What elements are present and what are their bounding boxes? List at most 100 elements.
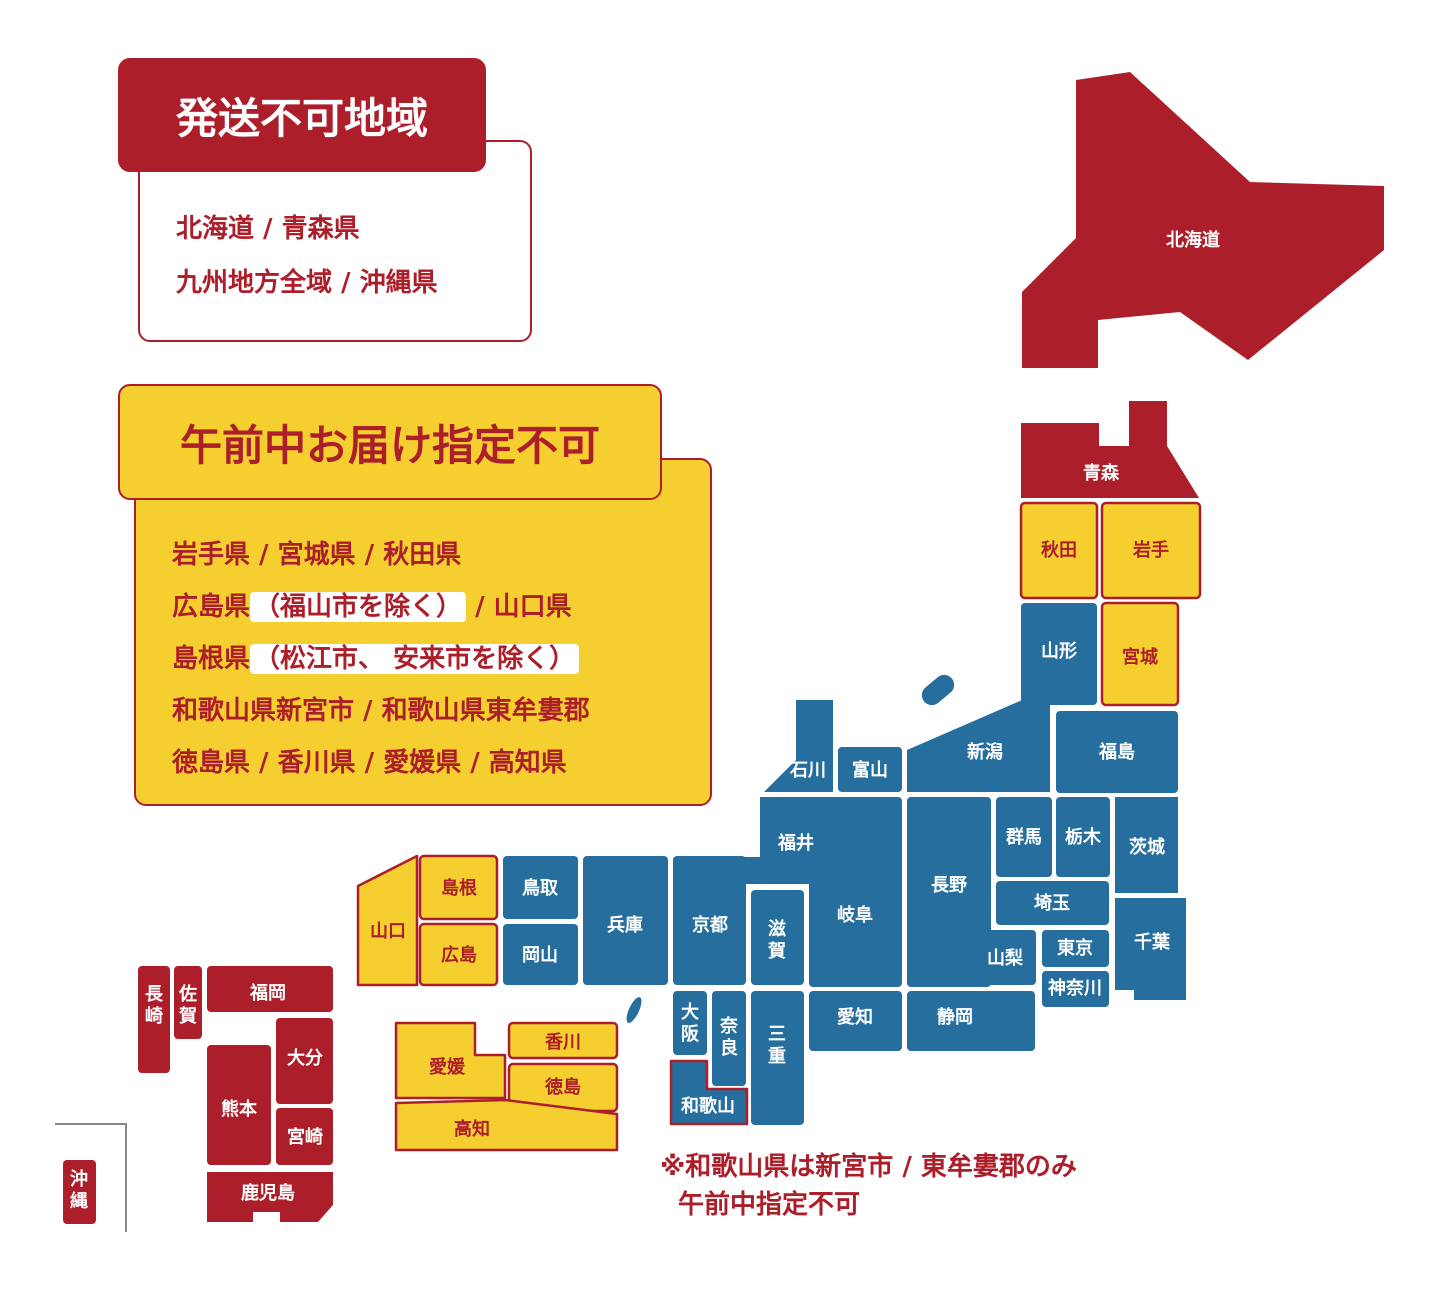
no-morning-line-1: 岩手県 / 宮城県 / 秋田県 (172, 540, 462, 570)
prefecture-saitama (996, 881, 1109, 925)
prefecture-label-yamanashi: 山梨 (987, 947, 1023, 969)
prefecture-nagano (907, 797, 991, 987)
prefecture-tochigi (1056, 797, 1110, 877)
prefecture-kagoshima (207, 1172, 333, 1222)
prefecture-kochi (394, 1098, 619, 1152)
prefecture-label-ehime: 愛媛 (429, 1056, 466, 1078)
prefecture-label-fukuoka: 福岡 (249, 982, 286, 1004)
prefecture-kagawa (507, 1021, 619, 1060)
prefecture-miyazaki (276, 1108, 333, 1165)
prefecture-label-yamaguchi: 山口 (370, 921, 406, 942)
prefecture-label-tottori: 鳥取 (522, 877, 559, 899)
no-morning-line-2-rest: / 山口県 (466, 592, 572, 622)
prefecture-label-kagoshima: 鹿児島 (241, 1182, 295, 1204)
prefecture-label-gunma: 群馬 (1006, 826, 1042, 848)
prefecture-label-shizuoka: 静岡 (937, 1006, 973, 1028)
prefecture-toyama (838, 747, 902, 792)
prefecture-label-saga: 佐賀 (178, 983, 197, 1027)
prefecture-mie (751, 991, 804, 1125)
prefecture-label-miyazaki: 宮崎 (287, 1126, 323, 1148)
prefecture-label-aichi: 愛知 (837, 1006, 873, 1028)
prefecture-tokyo (1042, 930, 1109, 967)
prefecture-aomori (1021, 401, 1199, 498)
prefecture-wakayama (669, 1059, 749, 1126)
prefecture-shizuoka (907, 991, 1035, 1051)
prefecture-label-saitama: 埼玉 (1034, 892, 1070, 914)
prefecture-okinawa (63, 1160, 96, 1224)
prefecture-label-okayama: 岡山 (522, 945, 558, 966)
no-shipping-legend-body: 北海道 / 青森県 九州地方全域 / 沖縄県 (138, 140, 532, 342)
prefecture-label-kochi: 高知 (454, 1118, 490, 1140)
no-shipping-legend-title: 発送不可地域 (118, 58, 486, 172)
prefecture-label-miyagi: 宮城 (1122, 646, 1158, 668)
prefecture-label-kyoto: 京都 (692, 914, 728, 936)
prefecture-nagasaki (138, 966, 170, 1073)
prefecture-fukui (726, 797, 834, 884)
prefecture-fukushima (1056, 711, 1178, 793)
prefecture-gifu (809, 797, 902, 987)
prefecture-yamaguchi (356, 854, 419, 987)
prefecture-okayama (503, 924, 578, 985)
no-morning-line-2-exception: （福山市を除く） (250, 592, 467, 622)
prefecture-label-shimane: 島根 (441, 877, 477, 899)
prefecture-ibaraki (1115, 797, 1178, 893)
prefecture-label-hiroshima: 広島 (441, 944, 477, 966)
prefecture-label-tokyo: 東京 (1057, 937, 1093, 959)
no-shipping-line-1: 北海道 / 青森県 (176, 214, 360, 244)
prefecture-hokkaido (1022, 72, 1384, 368)
prefecture-label-nagano: 長野 (931, 875, 967, 896)
no-morning-line-4: 和歌山県新宮市 / 和歌山県東牟婁郡 (172, 696, 590, 726)
prefecture-label-nara: 奈良 (719, 1015, 739, 1059)
prefecture-hiroshima (418, 922, 499, 987)
no-morning-line-2-pref: 広島県 (172, 592, 251, 622)
prefecture-label-hyogo: 兵庫 (607, 914, 643, 936)
no-morning-line-2: 広島県（福山市を除く） / 山口県 (172, 586, 572, 623)
prefecture-label-oita: 大分 (287, 1047, 323, 1069)
prefecture-gunma (996, 797, 1052, 877)
prefecture-label-gifu: 岐阜 (837, 904, 873, 926)
prefecture-label-aomori: 青森 (1083, 462, 1120, 484)
prefecture-label-ishikawa: 石川 (789, 760, 826, 781)
prefecture-label-tochigi: 栃木 (1065, 826, 1102, 848)
prefecture-label-chiba: 千葉 (1134, 932, 1171, 953)
prefecture-label-hokkaido: 北海道 (1166, 229, 1220, 251)
prefecture-label-niigata: 新潟 (967, 741, 1003, 763)
no-morning-line-3: 島根県（松江市、 安来市を除く） (172, 638, 580, 675)
prefecture-label-okinawa: 沖縄 (70, 1168, 88, 1212)
prefecture-kanagawa (1042, 971, 1109, 1007)
prefecture-ishikawa (764, 700, 833, 792)
prefecture-label-fukushima: 福島 (1098, 741, 1135, 763)
prefecture-label-toyama: 富山 (852, 759, 888, 781)
no-morning-line-3-pref: 島根県 (172, 644, 251, 674)
prefecture-yamagata (1021, 603, 1097, 705)
prefecture-tottori (503, 856, 578, 919)
prefecture-label-osaka: 大阪 (681, 1001, 700, 1045)
prefecture-miyagi (1100, 601, 1180, 707)
prefecture-shiga (751, 890, 804, 985)
prefecture-hyogo (583, 856, 668, 985)
wakayama-note-line-2: 午前中指定不可 (678, 1190, 861, 1220)
prefecture-label-kanagawa: 神奈川 (1048, 977, 1102, 999)
prefecture-shimane (418, 854, 499, 921)
prefecture-fukuoka (207, 966, 333, 1012)
small-islands (626, 674, 955, 1023)
prefecture-label-fukui: 福井 (777, 832, 814, 854)
prefecture-label-shiga: 滋賀 (767, 918, 786, 962)
prefecture-label-iwate: 岩手 (1132, 539, 1169, 561)
prefecture-label-nagasaki: 長崎 (145, 984, 164, 1027)
no-shipping-line-2: 九州地方全域 / 沖縄県 (176, 268, 438, 298)
prefecture-aichi (809, 991, 902, 1051)
prefecture-kyoto (673, 856, 746, 985)
okinawa-inset-frame (55, 1123, 127, 1232)
wakayama-note-line-1: ※和歌山県は新宮市 / 東牟婁郡のみ (660, 1152, 1077, 1182)
prefecture-saga (174, 966, 202, 1039)
prefecture-label-mie: 三重 (768, 1024, 786, 1067)
prefecture-niigata (907, 688, 1050, 792)
prefecture-nara (712, 991, 746, 1086)
prefecture-label-yamagata: 山形 (1041, 641, 1077, 662)
prefecture-label-wakayama: 和歌山 (681, 1095, 735, 1117)
prefecture-iwate (1100, 501, 1202, 600)
prefecture-chiba (1115, 898, 1186, 1000)
prefecture-label-kagawa: 香川 (544, 1032, 581, 1053)
